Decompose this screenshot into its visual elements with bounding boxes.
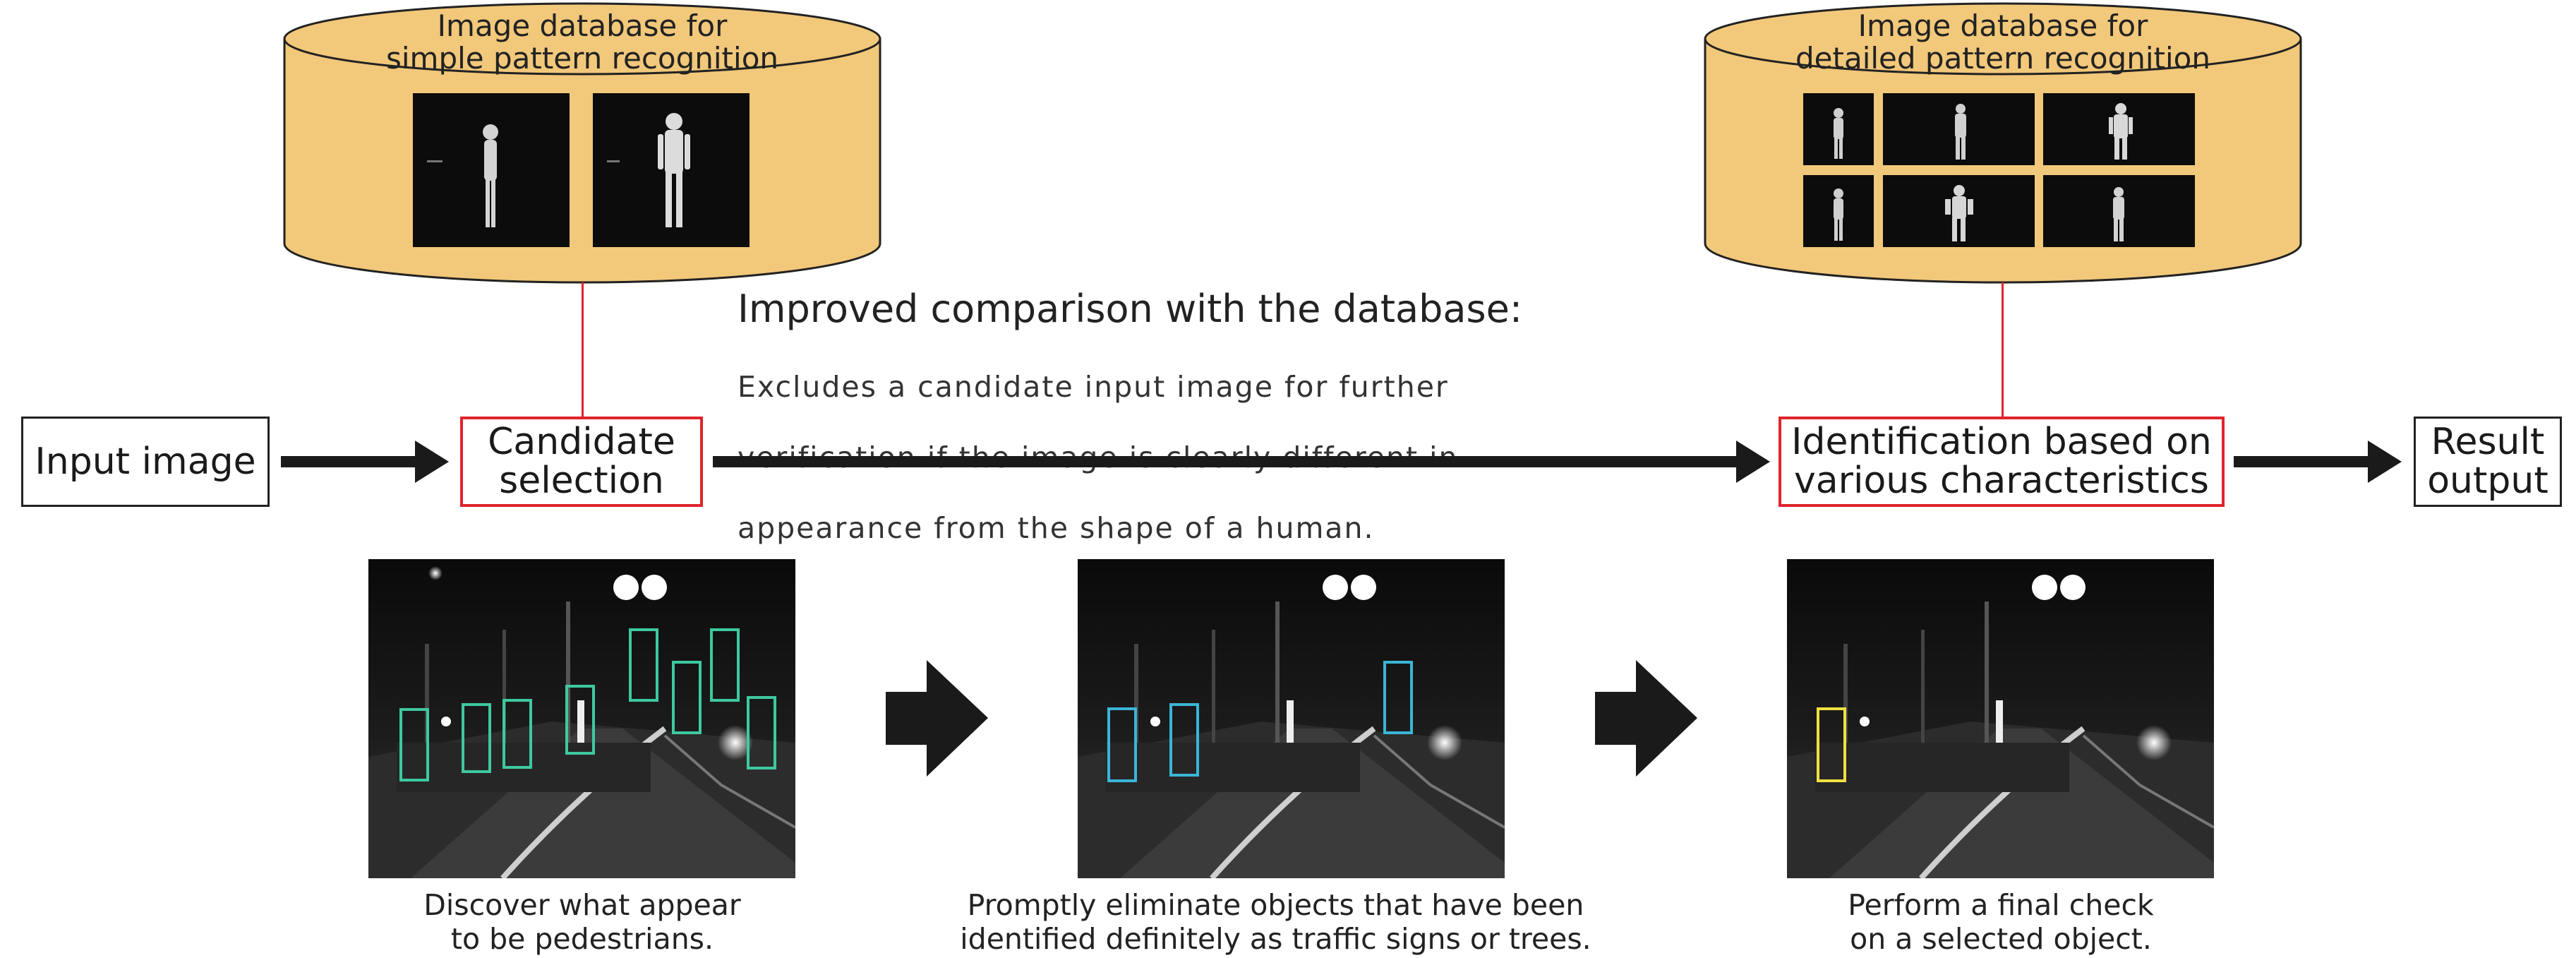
detailed-database-title-line2: detailed pattern recognition xyxy=(1795,41,2210,76)
improved-comparison-title: Improved comparison with the database: xyxy=(738,287,1523,331)
identification-box: Identification based on various characte… xyxy=(1778,417,2225,507)
step3-caption: Perform a final check on a selected obje… xyxy=(1750,888,2251,957)
result-output-box: Result output xyxy=(2414,417,2562,507)
result-output-line1: Result xyxy=(2431,421,2545,464)
simple-database-title-line1: Image database for xyxy=(437,8,728,43)
database-pedestrian-thumbnail xyxy=(593,93,750,247)
database-pedestrian-thumbnail xyxy=(1883,175,2035,247)
step3-caption-line1: Perform a final check xyxy=(1848,888,2154,922)
arrow-identification-to-result xyxy=(2234,441,2402,483)
night-road-image-step3 xyxy=(1787,559,2214,878)
candidate-selection-box: Candidate selection xyxy=(460,417,703,507)
simple-database-title: Image database for simple pattern recogn… xyxy=(279,8,886,76)
step2-caption: Promptly eliminate objects that have bee… xyxy=(917,888,1634,957)
input-image-label: Input image xyxy=(35,440,256,483)
step3-caption-line2: on a selected object. xyxy=(1850,922,2152,957)
database-pedestrian-thumbnail xyxy=(1803,93,1874,165)
identification-line1: Identification based on xyxy=(1791,421,2212,464)
simple-database-title-line2: simple pattern recognition xyxy=(385,41,779,76)
result-output-line2: output xyxy=(2427,460,2548,502)
arrow-step1-to-step2 xyxy=(886,660,988,777)
arrow-candidate-to-identification xyxy=(713,441,1770,483)
candidate-selection-line1: Candidate xyxy=(488,421,675,464)
step1-caption-line2: to be pedestrians. xyxy=(450,922,714,957)
identification-line2: various characteristics xyxy=(1794,460,2209,502)
step2-caption-line2: identified definitely as traffic signs o… xyxy=(960,922,1591,957)
improved-desc-line3: appearance from the shape of a human. xyxy=(738,511,1375,546)
detailed-database-title-line1: Image database for xyxy=(1858,8,2148,43)
arrow-input-to-candidate xyxy=(281,441,449,483)
simple-database-connector xyxy=(582,282,584,418)
database-pedestrian-thumbnail xyxy=(413,93,570,247)
database-pedestrian-thumbnail xyxy=(1803,175,1874,247)
database-pedestrian-thumbnail xyxy=(2043,93,2195,165)
arrow-step2-to-step3 xyxy=(1595,660,1697,777)
input-image-box: Input image xyxy=(21,417,270,507)
improved-desc-line1: Excludes a candidate input image for fur… xyxy=(738,370,1449,405)
night-road-image-step2 xyxy=(1078,559,1505,878)
database-pedestrian-thumbnail xyxy=(2043,175,2195,247)
step2-caption-line1: Promptly eliminate objects that have bee… xyxy=(967,888,1584,922)
detailed-database-connector xyxy=(2002,282,2004,418)
night-road-image-step1 xyxy=(368,559,795,878)
candidate-selection-line2: selection xyxy=(499,460,664,502)
step1-caption: Discover what appear to be pedestrians. xyxy=(332,888,833,957)
step1-caption-line1: Discover what appear xyxy=(423,888,741,922)
detailed-database-title: Image database for detailed pattern reco… xyxy=(1699,8,2306,76)
database-pedestrian-thumbnail xyxy=(1883,93,2035,165)
